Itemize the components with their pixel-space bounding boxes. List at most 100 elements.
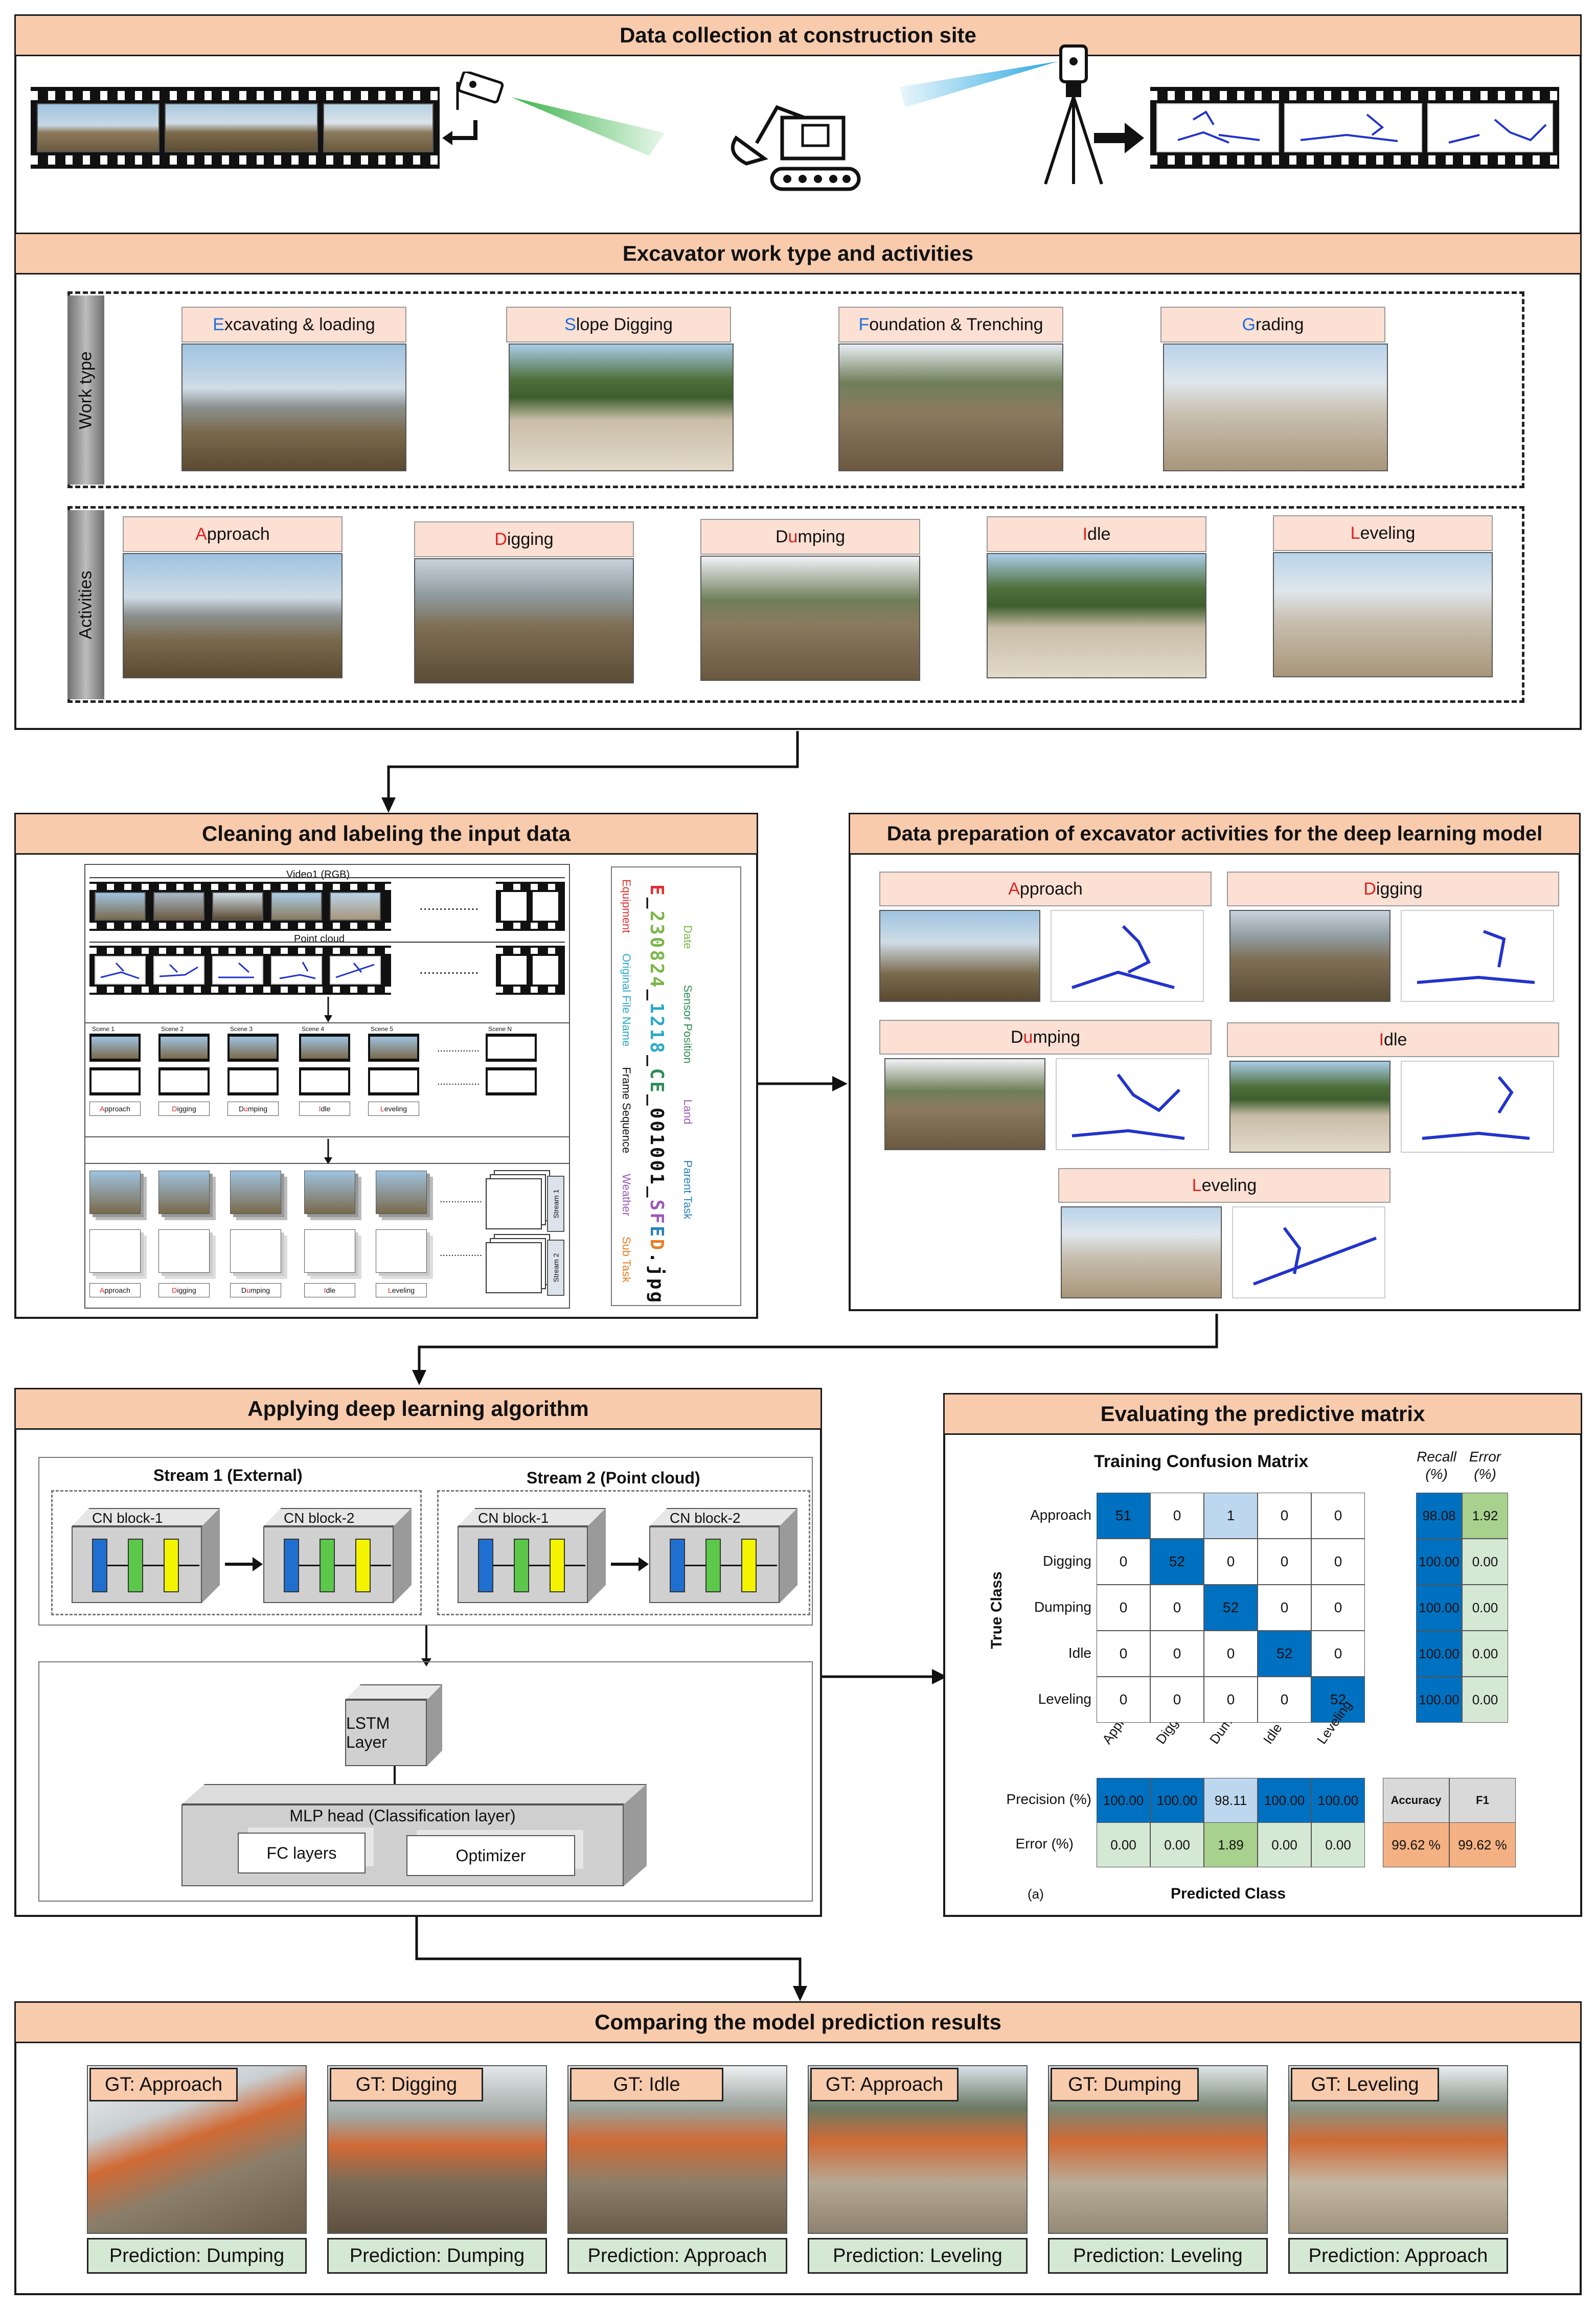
pointcloud-film-end: [496, 946, 565, 995]
filename-legend-item: Sensor Position: [681, 985, 694, 1064]
ellipsis: ...............: [440, 1247, 483, 1259]
row-class-label: Leveling: [1038, 1691, 1091, 1707]
excavator-icon: [731, 105, 861, 191]
cm-cell: 52: [1311, 1677, 1365, 1723]
cm-cell: 0: [1204, 1631, 1258, 1677]
cm-cell: 0: [1311, 1631, 1365, 1677]
activities-side-label: Activities: [67, 510, 104, 699]
filename-char: 8: [646, 1042, 668, 1055]
filename-legend-item: Parent Task: [681, 1160, 694, 1220]
stream-2-frame: [437, 1490, 810, 1615]
conv-layer: [741, 1539, 757, 1592]
down-arrow: [324, 1139, 332, 1164]
lidar-beam: [900, 61, 1058, 107]
conv-layer: [670, 1539, 685, 1592]
conv-layer: [550, 1539, 565, 1592]
filename-legend-item: Weather: [620, 1174, 633, 1216]
precision-cell: 98.11: [1204, 1778, 1258, 1823]
cm-cell: 0: [1204, 1677, 1258, 1723]
site-photo: [165, 103, 318, 152]
conv-layer: [284, 1539, 299, 1592]
row-class-label: Approach: [1030, 1507, 1091, 1523]
work-type-photo: [1163, 344, 1388, 471]
fc-layers: FC layers: [238, 1833, 366, 1873]
filename-char: _: [646, 989, 668, 1003]
block-arrow: [225, 1563, 261, 1566]
prediction-label: Prediction: Approach: [1288, 2238, 1508, 2274]
true-class-axis: True Class: [988, 1571, 1005, 1649]
work-type-side-label: Work type: [67, 295, 104, 485]
precision-cell: 100.00: [1258, 1778, 1311, 1823]
f1-header: F1: [1449, 1778, 1516, 1823]
filename-char: _: [646, 1094, 668, 1108]
cm-title: Training Confusion Matrix: [1094, 1452, 1309, 1471]
prep-rgb-photo: [879, 910, 1040, 1002]
video-label: Video1 (RGB): [286, 869, 350, 880]
cm-cell: 0: [1150, 1585, 1204, 1631]
precision-cell: 100.00: [1311, 1778, 1365, 1823]
ellipsis: ...............: [419, 897, 479, 913]
stream-2-tag: Stream 2: [547, 1240, 564, 1296]
precision-error-cell: 0.00: [1150, 1822, 1204, 1867]
filename-char: 2: [646, 963, 668, 976]
activity-photo: [987, 553, 1206, 678]
recall-error-cell: 1.92: [1462, 1493, 1508, 1539]
ground-truth-label: GT: Approach: [89, 2068, 238, 2101]
cn-block-label: CN block-2: [670, 1510, 741, 1526]
scene-label: Scene 3: [230, 1025, 253, 1033]
filename-char: _: [646, 897, 668, 911]
conv-layer: [514, 1539, 529, 1592]
scene-pc-frame: [89, 1067, 141, 1095]
cm-cell: 0: [1258, 1585, 1311, 1631]
video-frame: [330, 892, 381, 921]
down-arrow: [421, 1626, 431, 1666]
recall-cell: 100.00: [1416, 1677, 1462, 1723]
recall-error-cell: 0.00: [1462, 1585, 1508, 1631]
stream-pc-stack: [230, 1229, 281, 1273]
scene-rgb-frame: [89, 1034, 141, 1062]
forward-arrow: [1094, 123, 1144, 153]
filename-char: S: [646, 1199, 668, 1213]
filename-char: 1: [646, 1002, 668, 1016]
cm-cell: 0: [1150, 1677, 1204, 1723]
stream-rgb-stack: [376, 1171, 427, 1214]
row-class-label: Idle: [1068, 1645, 1091, 1661]
stream-1-tag: Stream 1: [547, 1176, 564, 1232]
stream-pc-stack: [376, 1229, 427, 1273]
cn-block: CN block-1: [458, 1508, 606, 1605]
filename-char: 2: [646, 1015, 668, 1029]
scene-label: Scene N: [488, 1025, 512, 1033]
pointcloud-range-line: [89, 942, 565, 943]
ellipsis: ...............: [440, 1194, 483, 1205]
scene-label: Scene 5: [371, 1025, 394, 1033]
scene-rgb-frame: [486, 1034, 537, 1062]
filename-legend-item: Frame Sequence: [620, 1067, 633, 1154]
filename-char: 0: [646, 1147, 668, 1160]
pointcloud-film-strip: [1150, 87, 1559, 169]
filename-char: E: [646, 1081, 668, 1094]
precision-cell: 100.00: [1097, 1778, 1150, 1823]
scene-rgb-frame: [368, 1034, 419, 1062]
filename-char: 0: [646, 1107, 668, 1121]
conv-layer: [164, 1539, 179, 1592]
video-frame: [212, 892, 263, 921]
stream-1-title: Stream 1 (External): [153, 1466, 303, 1484]
work-type-photo: [509, 344, 734, 471]
panel-tag: (a): [1028, 1886, 1044, 1902]
prep-rgb-photo: [1229, 910, 1390, 1002]
filename-char: 8: [646, 950, 668, 964]
cm-cell: 0: [1311, 1585, 1365, 1631]
recall-header: Recall (%): [1417, 1449, 1456, 1482]
row-class-label: Digging: [1043, 1553, 1091, 1569]
scene-rgb-frame: [227, 1034, 279, 1062]
cm-cell: 52: [1204, 1585, 1258, 1631]
prediction-label: Prediction: Leveling: [1048, 2238, 1268, 2274]
